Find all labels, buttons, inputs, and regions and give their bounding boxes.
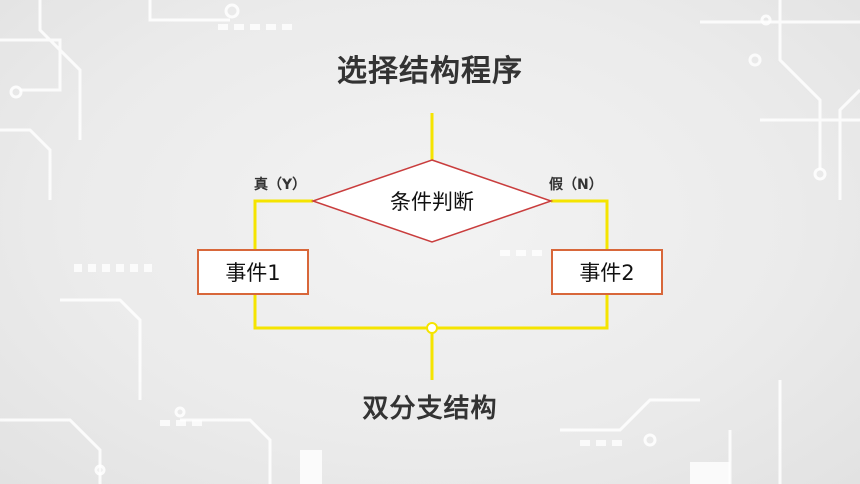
connector-true-branch [253, 199, 313, 249]
connector-right-merge [437, 295, 609, 330]
false-branch-label: 假（N） [549, 177, 603, 193]
decision-diamond [310, 159, 554, 243]
event-2-box: 事件2 [551, 249, 663, 295]
connector-false-branch [551, 199, 609, 249]
true-branch-label: 真（Y） [254, 177, 307, 193]
merge-node [426, 322, 438, 334]
event-2-label: 事件2 [579, 261, 635, 285]
connector-left-merge [253, 295, 427, 330]
event-1-box: 事件1 [197, 249, 309, 295]
event-1-label: 事件1 [225, 261, 281, 285]
decision-label: 条件判断 [390, 190, 474, 214]
structure-caption: 双分支结构 [362, 394, 498, 424]
page-title: 选择结构程序 [337, 54, 523, 89]
